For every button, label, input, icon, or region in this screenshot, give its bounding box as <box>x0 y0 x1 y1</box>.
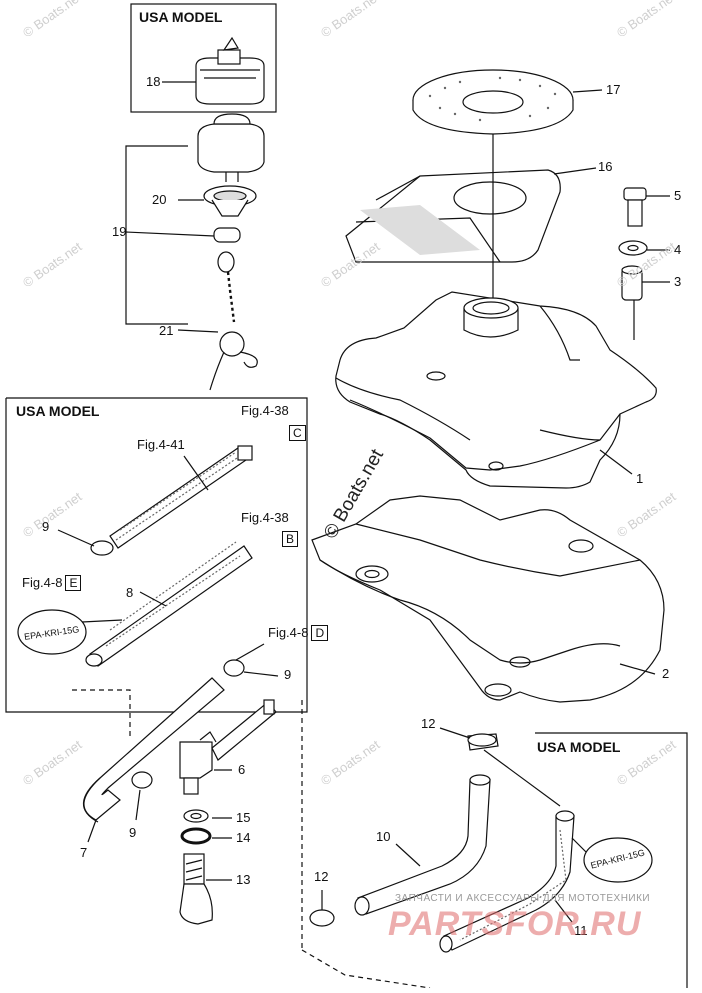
clip-to-hose-line <box>483 749 561 807</box>
fuel-cap-usa <box>195 36 265 105</box>
fuel-hose-8 <box>85 541 253 667</box>
part-number-16[interactable]: 16 <box>598 159 613 174</box>
hose-11 <box>439 810 575 953</box>
part-number-18[interactable]: 18 <box>146 74 161 89</box>
clip-19 <box>213 227 241 243</box>
part-number-21[interactable]: 21 <box>159 323 174 338</box>
breather-hose <box>109 445 253 549</box>
leader-9-upper <box>57 529 95 547</box>
part-number-12-upper[interactable]: 12 <box>421 716 436 731</box>
cap-chain <box>209 251 258 391</box>
part-number-3[interactable]: 3 <box>674 274 682 289</box>
part-number-9-middle[interactable]: 9 <box>284 667 292 682</box>
part-number-10[interactable]: 10 <box>376 829 391 844</box>
brand-tagline: ЗАПЧАСТИ И АКСЕССУАРЫ ДЛЯ МОТОТЕХНИКИ <box>395 893 651 904</box>
fuel-filter-13 <box>179 853 213 925</box>
fuel-tank <box>335 291 657 489</box>
box-right-extension <box>301 949 431 989</box>
clip-12-lower <box>309 909 335 927</box>
leader-21 <box>177 329 219 333</box>
clip-9-middle <box>223 659 245 677</box>
part-number-5[interactable]: 5 <box>674 188 682 203</box>
clip-9-lower <box>131 771 153 789</box>
clip-9-upper <box>90 540 114 556</box>
leader-7 <box>87 819 97 843</box>
leader-epa-right <box>571 837 587 853</box>
hose-10 <box>354 774 491 916</box>
bolt-5 <box>623 187 647 227</box>
fig-ref-c[interactable]: Fig.4-38 <box>241 403 289 418</box>
foam-pad <box>412 69 574 135</box>
part-number-1[interactable]: 1 <box>636 471 644 486</box>
collar-3 <box>621 265 643 301</box>
usa-model-box-top <box>130 3 277 113</box>
leader-ref-d <box>235 643 265 661</box>
clip-12-upper <box>467 733 499 751</box>
part-number-14[interactable]: 14 <box>236 830 251 845</box>
fuel-cock <box>179 699 277 795</box>
leader-11 <box>554 899 573 923</box>
part-number-9-upper[interactable]: 9 <box>42 519 50 534</box>
part-number-6[interactable]: 6 <box>238 762 246 777</box>
usa-model-box-left <box>5 397 308 713</box>
bracket-19 <box>125 145 188 325</box>
tank-plate <box>345 169 561 263</box>
part-number-17[interactable]: 17 <box>606 82 621 97</box>
part-number-13[interactable]: 13 <box>236 872 251 887</box>
cap-gasket <box>203 185 257 217</box>
leader-16 <box>553 167 597 175</box>
part-number-9-lower[interactable]: 9 <box>129 825 137 840</box>
leader-9-middle <box>243 671 279 677</box>
fig-ref-b[interactable]: Fig.4-38 <box>241 510 289 525</box>
leader-2 <box>619 663 656 675</box>
leader-9-lower <box>135 789 141 821</box>
part-number-4[interactable]: 4 <box>674 242 682 257</box>
part-number-2[interactable]: 2 <box>662 666 670 681</box>
o-ring-14 <box>180 827 212 845</box>
leader-epa-left <box>81 619 123 623</box>
epa-label-left <box>17 609 87 655</box>
box-title-right: USA MODEL <box>537 739 621 755</box>
part-number-20[interactable]: 20 <box>152 192 167 207</box>
fig-ref-b-letter[interactable]: B <box>279 531 299 547</box>
usa-model-box-right <box>535 732 688 988</box>
part-number-11[interactable]: 11 <box>574 923 588 938</box>
fuel-cap <box>197 113 265 182</box>
leader-1 <box>599 449 633 475</box>
box-title-top: USA MODEL <box>139 9 223 25</box>
leader-10 <box>395 843 421 867</box>
leader-fig441 <box>183 455 209 491</box>
part-number-12-lower[interactable]: 12 <box>314 869 329 884</box>
washer-4 <box>618 240 648 256</box>
leader-12-upper <box>439 727 471 739</box>
epa-label-right <box>583 837 653 883</box>
part-number-19[interactable]: 19 <box>112 224 127 239</box>
leader-19 <box>125 231 215 237</box>
part-number-7[interactable]: 7 <box>80 845 88 860</box>
part-number-15[interactable]: 15 <box>236 810 251 825</box>
box-title-left: USA MODEL <box>16 403 100 419</box>
fig-ref-441[interactable]: Fig.4-41 <box>137 437 185 452</box>
seal-15 <box>183 809 209 823</box>
leader-17 <box>572 89 603 93</box>
hose-7 <box>82 677 225 823</box>
dashed-hose-route <box>72 689 131 740</box>
tank-tray <box>311 495 665 703</box>
fig-ref-c-letter[interactable]: C <box>286 425 306 441</box>
part-number-8[interactable]: 8 <box>126 585 134 600</box>
leader-8 <box>139 591 167 607</box>
brand-logo: PARTSFOR.RU <box>388 905 642 943</box>
